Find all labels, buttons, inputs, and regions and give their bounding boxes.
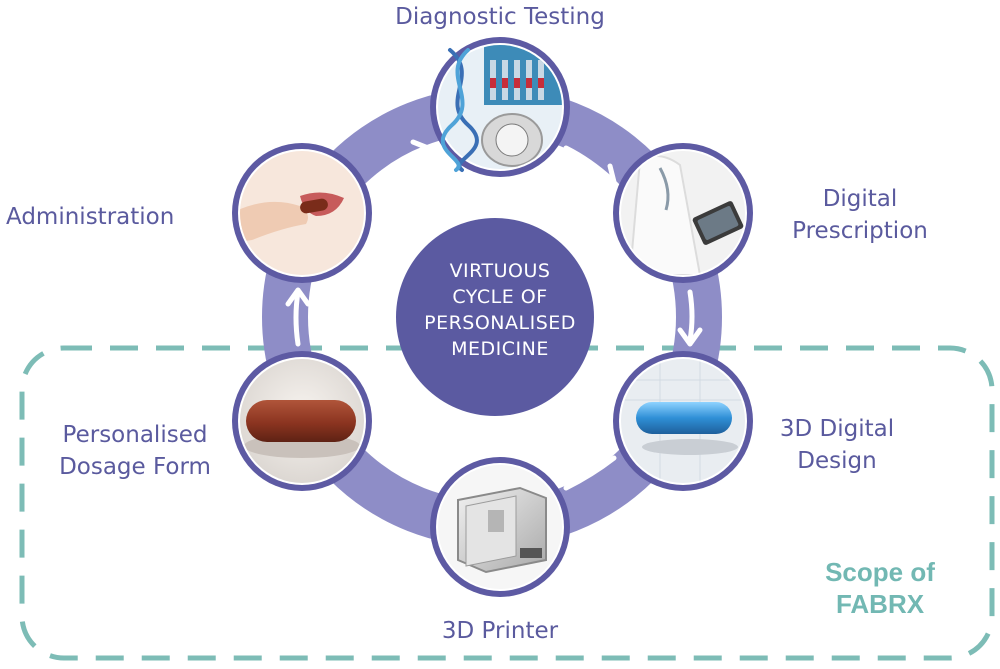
scope-label: Scope of FABRX (780, 556, 980, 620)
label-line: Digital (822, 186, 898, 212)
scope-boundary (19, 345, 995, 661)
center-line: MEDICINE (451, 338, 549, 360)
doctor-tablet-icon (692, 201, 744, 245)
node-3d-printer (430, 457, 570, 597)
dna-icon (440, 48, 479, 172)
printer-3d-icon (457, 486, 547, 574)
scope-line: Scope of (825, 557, 935, 587)
arrow-administration-to-diagnostic (375, 139, 431, 183)
pill-mouth-icon (300, 198, 328, 214)
node-digital-prescription (613, 143, 753, 283)
tablet-pill-icon (246, 400, 356, 442)
label-line: Prescription (792, 218, 928, 244)
label-line: Diagnostic Testing (395, 4, 605, 30)
label-line: Personalised (62, 422, 208, 448)
cycle-arrows (285, 139, 703, 491)
arrow-prescription-to-design (677, 289, 703, 347)
label-line: 3D Digital (779, 416, 895, 442)
label-line: Dosage Form (59, 454, 211, 480)
node-administration (232, 143, 372, 283)
node-personalised-dosage-form (232, 351, 372, 491)
arrow-printer-to-dosage (379, 455, 435, 491)
center-line: VIRTUOUS (449, 260, 551, 282)
label-diagnostic-testing: Diagnostic Testing (340, 1, 660, 33)
label-3d-printer: 3D Printer (380, 615, 620, 647)
arrow-dosage-to-administration (285, 287, 311, 347)
node-3d-digital-design (613, 351, 753, 491)
label-administration: Administration (6, 201, 206, 233)
label-digital-prescription: Digital Prescription (760, 183, 960, 247)
capsule-3d-icon (636, 402, 732, 434)
label-personalised-dosage-form: Personalised Dosage Form (40, 419, 230, 483)
label-line: Administration (6, 204, 175, 230)
scope-line: FABRX (835, 589, 925, 619)
arrow-diagnostic-to-prescription (563, 145, 617, 185)
node-diagnostic-testing (430, 37, 570, 177)
center-line: PERSONALISED (424, 312, 576, 334)
center-line: CYCLE OF (452, 286, 548, 308)
label-line: 3D Printer (441, 618, 559, 644)
arrow-design-to-printer (563, 455, 617, 491)
center-title: VIRTUOUS CYCLE OF PERSONALISED MEDICINE (398, 258, 602, 362)
label-line: Design (797, 448, 877, 474)
center-circle (396, 218, 594, 416)
label-3d-digital-design: 3D Digital Design (752, 413, 922, 477)
